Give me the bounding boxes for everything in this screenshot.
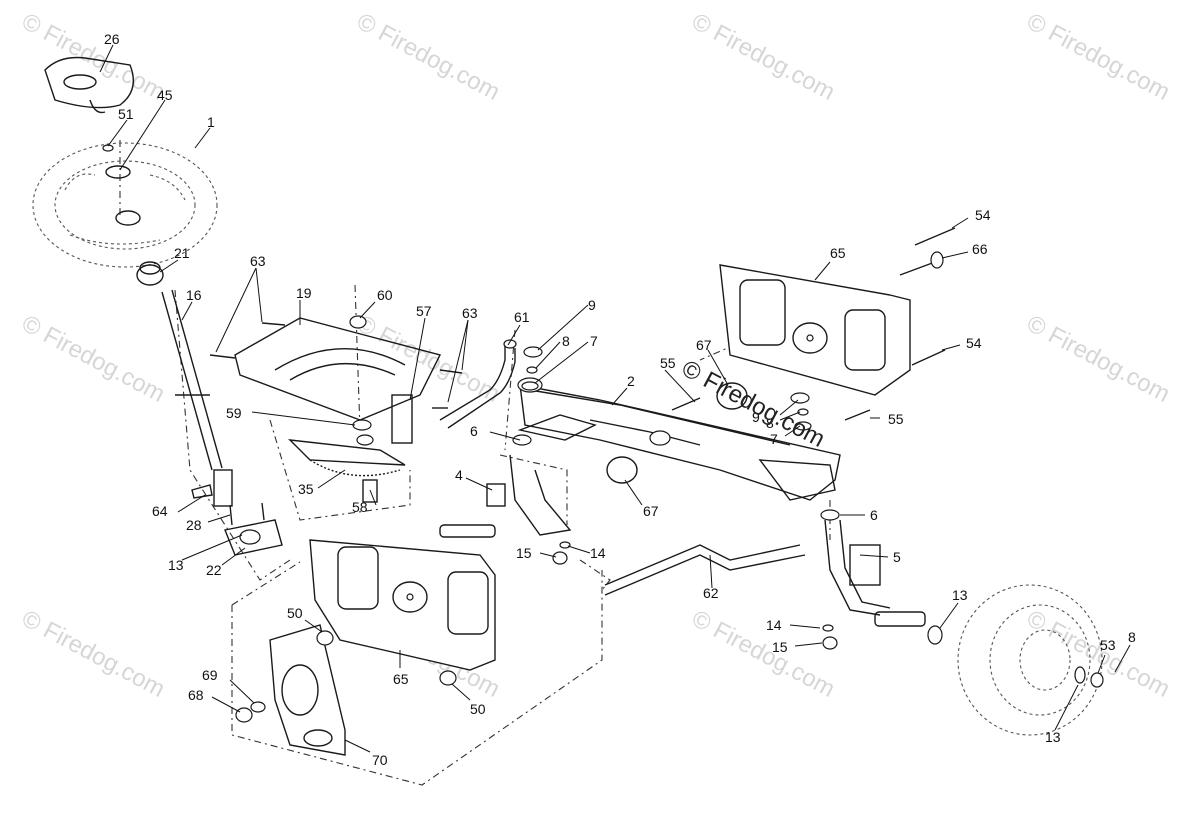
front-bracket-lower [309,539,496,671]
steering-wheel [32,142,218,268]
callout-50: 50 [470,701,486,717]
bolts [671,227,956,421]
callout-62: 62 [703,585,719,601]
callout-51: 51 [118,106,134,122]
callout-9: 9 [752,409,760,425]
callout-59: 59 [226,405,242,421]
callout-19: 19 [296,285,312,301]
callout-14: 14 [766,617,782,633]
callout-7: 7 [590,333,598,349]
callout-55: 55 [660,355,676,371]
front-shield [269,624,346,756]
spindle-left [439,454,572,538]
callout-60: 60 [377,287,393,303]
callout-5: 5 [893,549,901,565]
callout-63: 63 [250,253,266,269]
callout-21: 21 [174,245,190,261]
drag-link [439,339,517,429]
callout-53: 53 [1100,637,1116,653]
steering-mount-plate [209,317,463,444]
callout-15: 15 [772,639,788,655]
callout-70: 70 [372,752,388,768]
callout-8: 8 [562,333,570,349]
callout-67: 67 [643,503,659,519]
callout-58: 58 [352,499,368,515]
spindle-right [824,519,926,627]
steering-shaft [136,261,233,507]
callout-4: 4 [455,467,463,483]
callout-63: 63 [462,305,478,321]
hardware-washers [235,315,1104,723]
callout-6: 6 [870,507,878,523]
callout-26: 26 [104,31,120,47]
callout-13: 13 [168,557,184,573]
callout-6: 6 [470,423,478,439]
leader-lines [99,44,1131,753]
callout-57: 57 [416,303,432,319]
flange-bearing [224,502,283,556]
callout-16: 16 [186,287,202,303]
steering-hub-cap [44,56,134,114]
callout-8: 8 [766,415,774,431]
callout-50: 50 [287,605,303,621]
callout-54: 54 [975,207,991,223]
callout-64: 64 [152,503,168,519]
callout-55: 55 [888,411,904,427]
callout-13: 13 [1045,729,1061,745]
callout-66: 66 [972,241,988,257]
callout-67: 67 [696,337,712,353]
callout-22: 22 [206,562,222,578]
callout-1: 1 [207,114,215,130]
callout-15: 15 [516,545,532,561]
callout-45: 45 [157,87,173,103]
callout-35: 35 [298,481,314,497]
sector-gear [288,434,406,503]
callout-8: 8 [1128,629,1136,645]
callout-7: 7 [770,431,778,447]
callout-13: 13 [952,587,968,603]
callout-65: 65 [830,245,846,261]
callout-69: 69 [202,667,218,683]
callout-65: 65 [393,671,409,687]
tie-rod [604,544,806,596]
front-bracket-upper [719,264,911,396]
front-wheel [957,584,1103,736]
callout-14: 14 [590,545,606,561]
callout-2: 2 [627,373,635,389]
callout-9: 9 [588,297,596,313]
callout-28: 28 [186,517,202,533]
callout-54: 54 [966,335,982,351]
callout-61: 61 [514,309,530,325]
callout-68: 68 [188,687,204,703]
callout-labels: 26 45 51 1 21 16 63 19 60 57 63 59 35 58… [104,31,1136,768]
